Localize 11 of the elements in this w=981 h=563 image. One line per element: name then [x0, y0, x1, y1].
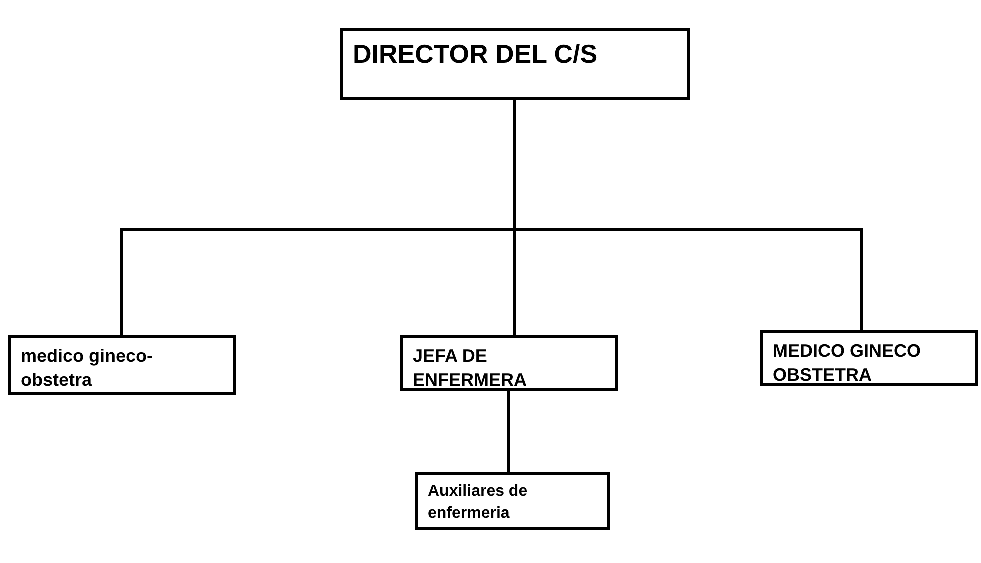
box-label: DIRECTOR DEL C/S — [353, 38, 599, 71]
org-box — [8, 335, 236, 395]
org-box — [400, 335, 618, 391]
org-box — [415, 472, 610, 530]
box-label: JEFA DE ENFERMERA — [413, 345, 528, 392]
box-label: medico gineco-obstetra — [21, 345, 154, 392]
box-label: Auxiliares de enfermeria — [428, 482, 529, 524]
connector-line — [508, 391, 510, 472]
org-box — [340, 28, 690, 100]
box-label: MEDICO GINECO OBSTETRA — [773, 340, 922, 388]
org-box — [760, 330, 978, 386]
